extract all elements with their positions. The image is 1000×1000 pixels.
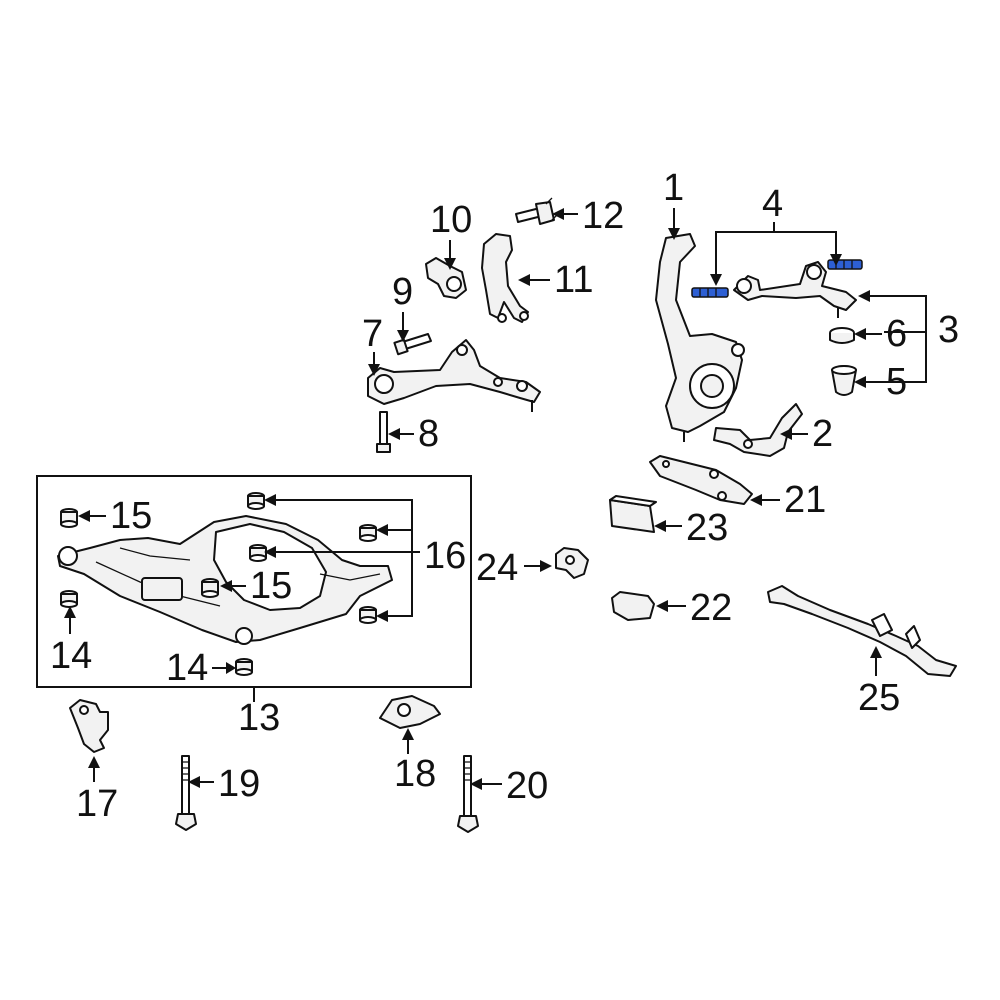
part-7-lower-control-arm[interactable] [367, 339, 541, 412]
callout-6: 6 [854, 313, 907, 355]
callout-15-middle: 15 [220, 565, 292, 607]
part-24-clip[interactable] [555, 547, 589, 579]
callout-22: 22 [656, 587, 732, 629]
callout-11: 11 [518, 259, 593, 301]
callout-7: 7 [362, 313, 383, 376]
svg-text:19: 19 [218, 763, 260, 805]
part-17-bracket[interactable] [69, 699, 109, 753]
svg-text:18: 18 [394, 753, 436, 795]
svg-text:23: 23 [686, 507, 728, 549]
part-23-block[interactable] [609, 495, 657, 533]
part-4-bolt-left[interactable] [691, 287, 729, 298]
part-1-steering-knuckle[interactable] [655, 233, 745, 442]
svg-text:5: 5 [886, 361, 907, 403]
callout-15-top: 15 [78, 495, 152, 537]
callout-3: 3 [858, 290, 959, 383]
part-11-link-arm[interactable] [481, 233, 529, 323]
callout-25: 25 [858, 646, 900, 719]
part-16-bushing-3[interactable] [249, 544, 267, 562]
svg-text:14: 14 [166, 647, 208, 689]
part-21-bracket[interactable] [649, 455, 753, 505]
part-9-bolt[interactable] [393, 333, 432, 356]
part-13-subframe[interactable] [57, 515, 393, 645]
svg-text:24: 24 [476, 547, 518, 589]
callout-8: 8 [388, 413, 439, 455]
callout-14-bottom: 14 [166, 647, 236, 689]
part-22-pad[interactable] [611, 591, 655, 621]
svg-text:1: 1 [663, 167, 684, 209]
callout-10: 10 [430, 199, 472, 270]
part-13-frame-box [36, 475, 472, 688]
callout-9: 9 [392, 271, 413, 342]
svg-text:2: 2 [812, 413, 833, 455]
part-14-bushing-left[interactable] [60, 590, 78, 608]
callout-13: 13 [238, 688, 280, 739]
callout-18: 18 [394, 728, 436, 795]
svg-text:21: 21 [784, 479, 826, 521]
callout-16: 16 [264, 494, 466, 622]
part-3-upper-control-arm[interactable] [733, 261, 857, 318]
svg-text:15: 15 [250, 565, 292, 607]
part-15-bushing-middle[interactable] [201, 578, 219, 598]
svg-text:9: 9 [392, 271, 413, 313]
part-19-bolt[interactable] [175, 755, 197, 831]
part-16-bushing-2[interactable] [359, 524, 377, 542]
svg-text:17: 17 [76, 783, 118, 825]
callout-23: 23 [654, 507, 728, 549]
callout-14-left: 14 [50, 606, 92, 677]
part-16-bushing-1[interactable] [247, 492, 265, 510]
callout-4: 4 [710, 183, 842, 286]
part-6-cap[interactable] [829, 327, 855, 344]
callout-17: 17 [76, 756, 118, 825]
part-25-stabilizer-bar[interactable] [767, 585, 957, 677]
part-12-bolt[interactable] [515, 197, 559, 225]
svg-text:15: 15 [110, 495, 152, 537]
part-20-bolt[interactable] [457, 755, 479, 833]
callout-19: 19 [188, 763, 260, 805]
svg-text:11: 11 [554, 259, 593, 301]
callout-12: 12 [552, 195, 624, 237]
callout-5: 5 [854, 361, 907, 403]
part-15-bushing-top[interactable] [60, 508, 78, 528]
svg-text:4: 4 [762, 183, 783, 225]
part-16-bushing-4[interactable] [359, 606, 377, 624]
svg-text:3: 3 [938, 309, 959, 351]
svg-text:13: 13 [238, 697, 280, 739]
callout-20: 20 [470, 765, 548, 807]
svg-text:10: 10 [430, 199, 472, 241]
callout-24: 24 [476, 547, 552, 589]
svg-text:8: 8 [418, 413, 439, 455]
svg-text:7: 7 [362, 313, 383, 355]
part-2-bracket[interactable] [713, 403, 803, 457]
callout-1: 1 [663, 167, 684, 240]
svg-text:14: 14 [50, 635, 92, 677]
svg-text:12: 12 [582, 195, 624, 237]
part-10-bushing[interactable] [425, 257, 467, 299]
callout-21: 21 [750, 479, 826, 521]
svg-text:25: 25 [858, 677, 900, 719]
part-18-mount-plate[interactable] [379, 695, 441, 729]
part-5-bushing[interactable] [831, 365, 857, 396]
part-14-bushing-bottom[interactable] [235, 658, 253, 676]
svg-text:16: 16 [424, 535, 466, 577]
part-4-bolt-right[interactable] [827, 259, 863, 270]
svg-text:22: 22 [690, 587, 732, 629]
svg-text:6: 6 [886, 313, 907, 355]
svg-text:20: 20 [506, 765, 548, 807]
part-8-bolt[interactable] [376, 411, 391, 453]
callout-2: 2 [780, 413, 833, 455]
